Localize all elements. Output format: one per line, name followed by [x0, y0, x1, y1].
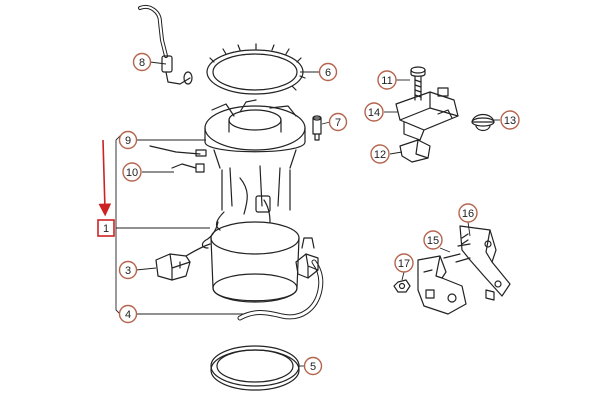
highlight-arrow	[98, 139, 112, 217]
svg-text:3: 3	[125, 265, 131, 277]
part-17-nut	[393, 279, 411, 293]
svg-text:11: 11	[381, 75, 392, 87]
svg-text:1: 1	[103, 223, 109, 235]
leader-7	[321, 121, 331, 125]
svg-text:4: 4	[125, 309, 131, 321]
callout-10: 10	[122, 162, 142, 182]
part-6-locking-ring	[206, 43, 306, 95]
leader-12	[389, 151, 403, 155]
callout-3: 3	[118, 260, 138, 280]
callout-15: 15	[423, 230, 443, 250]
leader-16	[467, 221, 471, 237]
svg-text:12: 12	[374, 149, 386, 161]
callout-16: 16	[458, 203, 478, 223]
svg-text:9: 9	[125, 135, 131, 147]
part-4-return-hose	[237, 259, 324, 321]
svg-text:15: 15	[427, 235, 439, 247]
part-3-connector	[155, 243, 211, 281]
svg-text:7: 7	[335, 117, 341, 129]
part-13-grommet	[471, 113, 495, 132]
callout-17: 17	[394, 253, 414, 273]
svg-text:13: 13	[504, 115, 516, 127]
part-12-clip	[399, 139, 431, 163]
callout-8: 8	[132, 52, 152, 72]
part-9-level-sensor	[149, 145, 207, 157]
svg-text:17: 17	[398, 258, 410, 270]
part-16-mounting-bracket	[459, 225, 511, 301]
part-8-breather-hose	[138, 5, 193, 85]
svg-text:16: 16	[462, 208, 474, 220]
part-10-sensor-lead	[171, 163, 205, 173]
part-1-pump-canister	[201, 165, 300, 303]
part-5-seal-ring	[210, 345, 300, 391]
callout-7: 7	[328, 112, 348, 132]
callout-11: 11	[377, 70, 397, 90]
svg-text:14: 14	[368, 107, 380, 119]
svg-text:6: 6	[325, 67, 331, 79]
part-15-plate	[417, 243, 471, 315]
leader-17	[401, 271, 405, 281]
svg-text:5: 5	[310, 361, 316, 373]
callout-12: 12	[370, 144, 390, 164]
callout-4: 4	[118, 304, 138, 324]
part-1-outlet-fitting	[295, 237, 319, 279]
leader-8	[149, 61, 167, 65]
callout-14: 14	[364, 102, 384, 122]
callout-1: 1	[97, 219, 115, 237]
svg-text:10: 10	[126, 167, 138, 179]
part-14-bracket	[395, 87, 459, 141]
callout-9: 9	[118, 130, 138, 150]
part-1-pump-flange	[204, 99, 306, 169]
bracket-1	[115, 133, 123, 317]
callout-5: 5	[303, 356, 323, 376]
callout-13: 13	[500, 110, 520, 130]
svg-text:8: 8	[139, 57, 145, 69]
leader-15	[439, 247, 451, 253]
part-11-bolt	[410, 66, 426, 101]
leader-3	[135, 267, 157, 271]
part-7-valve	[312, 115, 322, 141]
callout-6: 6	[318, 62, 338, 82]
